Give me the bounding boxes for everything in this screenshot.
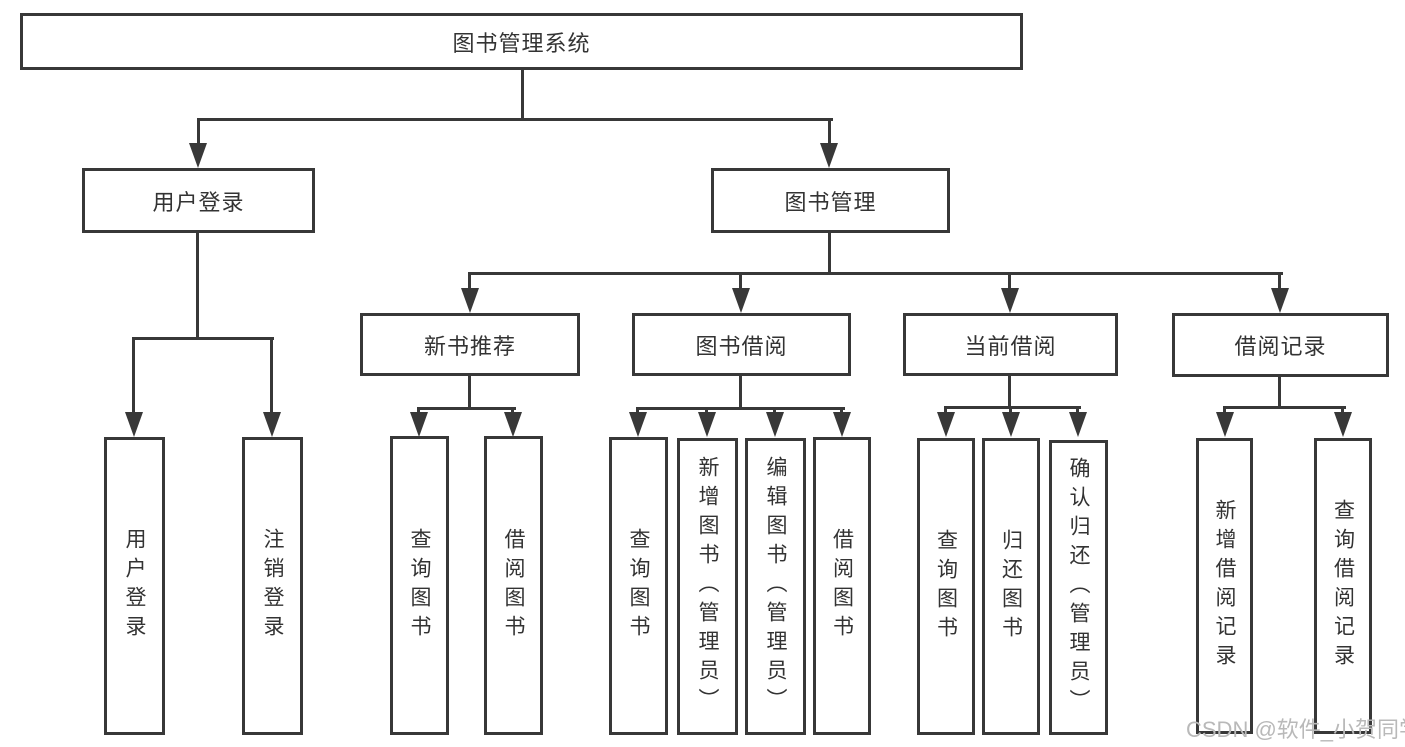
connector-shaft (705, 407, 708, 415)
node-label: 借阅图书 (830, 528, 854, 644)
node-label: 查询图书 (408, 527, 431, 644)
connector-shaft (1341, 406, 1344, 414)
leaf-edit-books-admin: 编辑图书（管理员） (745, 438, 806, 735)
leaf-borrow-books-recommend: 借阅图书 (484, 436, 543, 735)
leaf-confirm-return-admin: 确认归还（管理员） (1049, 440, 1108, 735)
leaf-query-books-borrow: 查询图书 (609, 437, 668, 735)
leaf-query-books-recommend: 查询图书 (390, 436, 449, 735)
node-label: 用户登录 (152, 189, 245, 215)
arrow-down-icon (833, 412, 851, 437)
connector-bookmgmt-drop (828, 233, 831, 275)
node-book-borrowing: 图书借阅 (632, 313, 851, 376)
node-label: 注销登录 (261, 528, 284, 644)
node-user-login: 用户登录 (82, 168, 315, 233)
node-label: 新书推荐 (423, 333, 516, 359)
arrow-down-icon (1002, 412, 1020, 437)
node-book-management: 图书管理 (711, 168, 950, 233)
connector-root-branch (197, 118, 833, 121)
node-label: 新增借阅记录 (1213, 499, 1236, 673)
node-label: 图书管理系统 (452, 30, 591, 56)
node-label: 归还图书 (999, 528, 1023, 645)
node-label: 确认归还（管理员） (1067, 457, 1090, 718)
node-label: 查询图书 (627, 528, 650, 644)
leaf-add-borrow-record: 新增借阅记录 (1196, 438, 1253, 734)
connector-shaft (636, 407, 639, 415)
node-label: 查询借阅记录 (1331, 499, 1355, 673)
connector-shaft (197, 118, 200, 148)
connector-current-branch (944, 406, 1081, 409)
connector-recommend-drop (468, 375, 471, 410)
arrow-down-icon (698, 412, 716, 437)
connector-shaft (828, 118, 831, 148)
connector-shaft (417, 407, 420, 415)
node-label: 图书借阅 (695, 333, 788, 359)
arrow-down-icon (504, 412, 522, 437)
connector-shaft (1009, 406, 1012, 414)
leaf-logout: 注销登录 (242, 437, 303, 735)
arrow-down-icon (189, 143, 207, 168)
arrow-down-icon (125, 412, 143, 437)
leaf-query-borrow-record: 查询借阅记录 (1314, 438, 1372, 734)
node-label: 用户登录 (123, 528, 146, 644)
node-current-borrowing: 当前借阅 (903, 313, 1118, 376)
arrow-down-icon (263, 412, 281, 437)
node-label: 借阅记录 (1234, 334, 1327, 359)
connector-shaft (468, 272, 471, 292)
connector-root-drop (521, 70, 524, 120)
node-label: 查询图书 (934, 528, 958, 645)
node-label: 当前借阅 (964, 333, 1057, 359)
connector-shaft (739, 272, 742, 292)
arrow-down-icon (766, 412, 784, 437)
arrow-down-icon (732, 288, 750, 313)
node-library-management-system: 图书管理系统 (20, 13, 1023, 70)
csdn-watermark: CSDN @软件_小贺同学 (1186, 717, 1405, 742)
connector-borrow-drop (739, 376, 742, 410)
connector-shaft (1076, 406, 1079, 414)
leaf-user-login: 用户登录 (104, 437, 165, 735)
connector-shaft (840, 407, 843, 415)
connector-shaft (1008, 272, 1011, 292)
arrow-down-icon (461, 288, 479, 313)
connector-records-drop (1278, 377, 1281, 409)
connector-bookmgmt-branch (468, 272, 1283, 275)
arrow-down-icon (1334, 412, 1352, 437)
arrow-down-icon (1069, 412, 1087, 437)
connector-current-drop (1008, 375, 1011, 409)
node-borrowing-records: 借阅记录 (1172, 313, 1389, 377)
leaf-return-books: 归还图书 (982, 438, 1040, 735)
connector-shaft (944, 406, 947, 414)
node-new-book-recommendation: 新书推荐 (360, 313, 580, 376)
node-label: 借阅图书 (502, 527, 525, 644)
connector-shaft (270, 337, 273, 417)
connector-borrow-branch (636, 407, 845, 410)
leaf-add-books-admin: 新增图书（管理员） (677, 438, 738, 735)
arrow-down-icon (1271, 288, 1289, 313)
arrow-down-icon (1001, 288, 1019, 313)
connector-shaft (132, 337, 135, 417)
leaf-query-books-current: 查询图书 (917, 438, 975, 735)
arrow-down-icon (820, 143, 838, 168)
node-label: 新增图书（管理员） (696, 456, 719, 717)
connector-login-drop (196, 233, 199, 340)
connector-shaft (511, 407, 514, 415)
node-label: 编辑图书（管理员） (764, 456, 787, 717)
connector-shaft (773, 407, 776, 415)
arrow-down-icon (410, 412, 428, 437)
connector-shaft (1278, 272, 1281, 292)
leaf-borrow-books: 借阅图书 (813, 437, 871, 735)
arrow-down-icon (937, 412, 955, 437)
arrow-down-icon (629, 412, 647, 437)
connector-login-branch (132, 337, 274, 340)
node-label: 图书管理 (784, 189, 877, 215)
arrow-down-icon (1216, 412, 1234, 437)
connector-recommend-branch (417, 407, 516, 410)
connector-records-branch (1223, 406, 1346, 409)
connector-shaft (1223, 406, 1226, 414)
